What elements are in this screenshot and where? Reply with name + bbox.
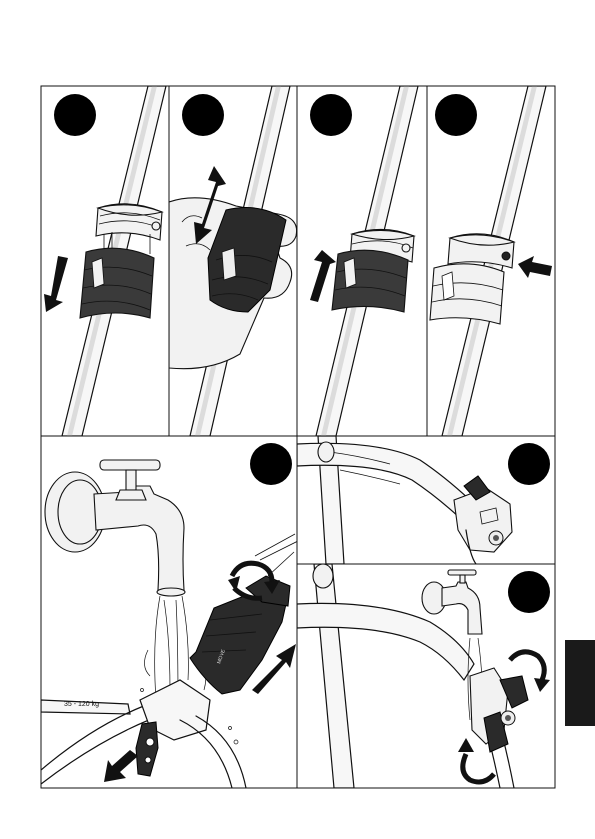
sleeve-dark: [80, 248, 154, 318]
brake-clip: [136, 722, 158, 776]
step-badge: [310, 94, 352, 136]
weight-range-label: 35 - 120 kg: [64, 701, 99, 708]
panel-step-7: [297, 564, 550, 788]
arrow-down-left-icon: [104, 750, 138, 782]
arrow-up-icon: [310, 250, 336, 302]
step-badge: [508, 443, 550, 485]
walker-frame: [297, 436, 470, 564]
arrow-down-icon: [44, 256, 68, 312]
step-badge: [182, 94, 224, 136]
panel-step-3: [310, 86, 418, 436]
panel-step-4: [430, 86, 552, 436]
panel-step-5: 35 - 120 kg MOVE: [41, 443, 300, 788]
panel-step-6: [297, 436, 550, 564]
arrow-left-icon: [518, 256, 552, 278]
brake-assembly: [470, 668, 528, 752]
faucet-illustration: [45, 460, 185, 596]
brake-assembly: [454, 476, 512, 564]
clamp-ring: [448, 234, 514, 268]
side-tab: [565, 640, 595, 726]
clamp-ring: [96, 204, 162, 254]
step-badge: [250, 443, 292, 485]
panel-step-2: [169, 86, 297, 436]
step-badge: [508, 571, 550, 613]
sleeve-dark: [332, 250, 408, 312]
sleeve-dark: MOVE: [190, 552, 294, 694]
panel-step-1: [44, 86, 166, 436]
sleeve-light: [430, 264, 504, 324]
step-badge: [54, 94, 96, 136]
step-badge: [435, 94, 477, 136]
